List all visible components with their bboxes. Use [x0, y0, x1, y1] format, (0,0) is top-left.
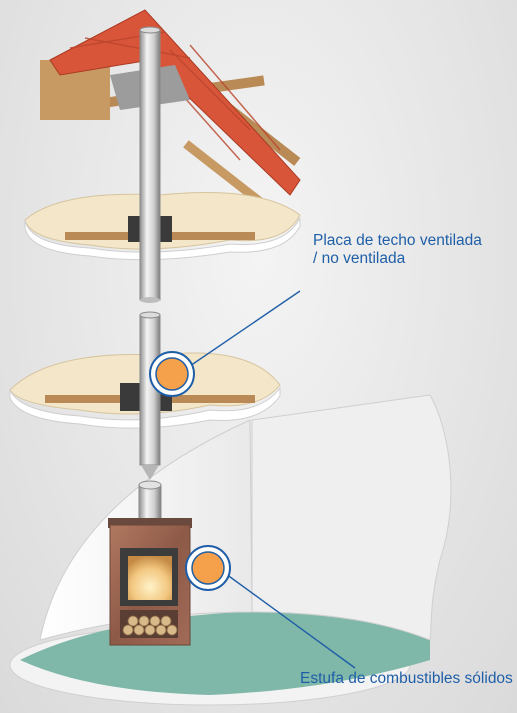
callout-label-ceiling-plate: Placa de techo ventilada / no ventilada [313, 232, 482, 267]
right-wall [251, 394, 452, 641]
upper-ceiling [24, 192, 301, 261]
roof [40, 9, 301, 209]
stove-window [128, 556, 172, 600]
marker-ceiling-plate [149, 351, 195, 397]
callout-label-stove: Estufa de combustibles sólidos [300, 670, 513, 687]
leader-line-ceiling [186, 290, 301, 369]
roof-tiles [49, 9, 301, 196]
firewood [122, 615, 178, 636]
marker-stove [185, 545, 231, 591]
leader-line-stove [225, 573, 356, 669]
stove [108, 518, 192, 646]
room-corner [9, 394, 452, 706]
chimney-pipe [138, 26, 162, 521]
